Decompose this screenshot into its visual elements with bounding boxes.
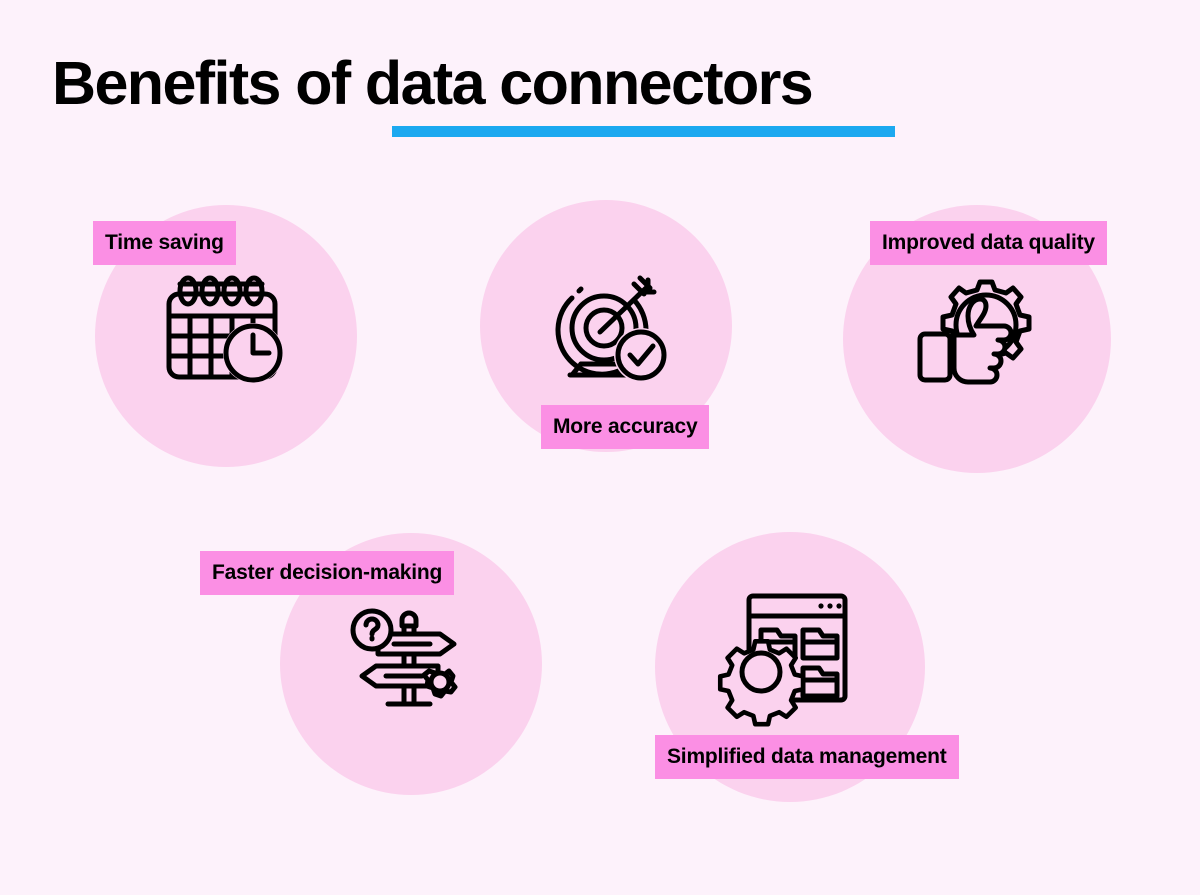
signpost-question-gear-icon <box>350 608 464 712</box>
benefit-tag-4: Faster decision-making <box>200 551 455 595</box>
page-title: Benefits of data connectors <box>52 49 814 117</box>
benefit-tag-3: Improved data quality <box>870 221 1107 265</box>
benefit-tag-2: More accuracy <box>541 405 710 449</box>
title-accent-rule <box>392 126 895 137</box>
calendar-clock-icon <box>163 275 285 383</box>
target-arrow-check-icon <box>548 275 668 384</box>
benefit-tag-5: Simplified data management <box>655 735 959 779</box>
browser-folders-gear-icon <box>717 592 849 727</box>
benefit-tag-1: Time saving <box>93 221 236 265</box>
thumbs-up-gear-icon <box>917 278 1034 385</box>
